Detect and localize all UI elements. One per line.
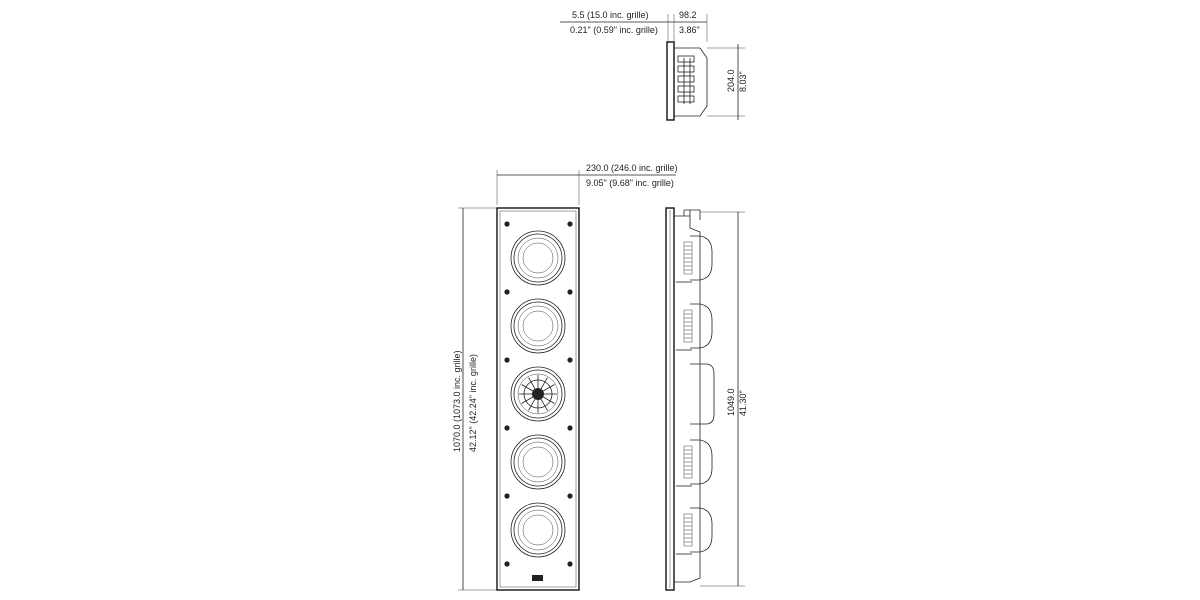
box-depth-mm-label: 98.2 bbox=[679, 10, 697, 20]
screw-icon bbox=[567, 357, 573, 363]
screw-icon bbox=[504, 289, 510, 295]
box-depth-in-label: 3.86" bbox=[679, 25, 700, 35]
top-detail-view: 5.5 (15.0 inc. grille) 0.21" (0.59" inc.… bbox=[560, 10, 748, 121]
front-panel-outer bbox=[496, 207, 580, 591]
screw-icon bbox=[504, 425, 510, 431]
front-screws bbox=[504, 221, 573, 567]
width-mm-label: 230.0 (246.0 inc. grille) bbox=[586, 163, 678, 173]
side-driver-profile bbox=[676, 439, 713, 487]
side-drivers bbox=[676, 235, 715, 555]
side-height-mm-label: 1049.0 bbox=[726, 388, 736, 416]
top-flange bbox=[666, 41, 675, 121]
top-box-body bbox=[674, 47, 708, 117]
side-box-outline bbox=[674, 215, 701, 583]
side-flange bbox=[665, 207, 675, 591]
side-driver-profile bbox=[676, 235, 713, 283]
top-height-in-label: 8.03" bbox=[738, 71, 748, 92]
front-height-mm-label: 1070.0 (1073.0 inc. grille) bbox=[452, 350, 462, 452]
front-drivers bbox=[510, 230, 566, 558]
width-in-label: 9.05" (9.68" inc. grille) bbox=[586, 178, 674, 188]
side-driver-profile bbox=[676, 507, 713, 555]
side-depth-mm-label: 5.5 (15.0 inc. grille) bbox=[572, 10, 649, 20]
screw-icon bbox=[504, 493, 510, 499]
side-view: 1049.0 41.30" bbox=[665, 207, 748, 591]
screw-icon bbox=[504, 357, 510, 363]
woofer-driver-icon bbox=[510, 502, 566, 558]
front-height-in-label: 42.12" (42.24" inc. grille) bbox=[468, 354, 478, 452]
front-panel-inner bbox=[499, 210, 577, 588]
uni-q-driver-icon bbox=[510, 366, 566, 422]
screw-icon bbox=[567, 561, 573, 567]
screw-icon bbox=[567, 493, 573, 499]
screw-icon bbox=[567, 289, 573, 295]
side-top-clip bbox=[683, 209, 701, 220]
screw-icon bbox=[567, 425, 573, 431]
screw-icon bbox=[504, 561, 510, 567]
side-driver-profile bbox=[676, 303, 713, 351]
top-terminals bbox=[677, 55, 695, 104]
logo-badge-icon bbox=[532, 575, 543, 581]
side-depth-in-label: 0.21" (0.59" inc. grille) bbox=[570, 25, 658, 35]
screw-icon bbox=[567, 221, 573, 227]
side-height-in-label: 41.30" bbox=[738, 390, 748, 416]
woofer-driver-icon bbox=[510, 230, 566, 286]
front-view: 230.0 (246.0 inc. grille) 9.05" (9.68" i… bbox=[452, 163, 678, 591]
side-driver-profile bbox=[690, 363, 715, 425]
woofer-driver-icon bbox=[510, 298, 566, 354]
top-height-mm-label: 204.0 bbox=[726, 69, 736, 92]
screw-icon bbox=[504, 221, 510, 227]
woofer-driver-icon bbox=[510, 434, 566, 490]
